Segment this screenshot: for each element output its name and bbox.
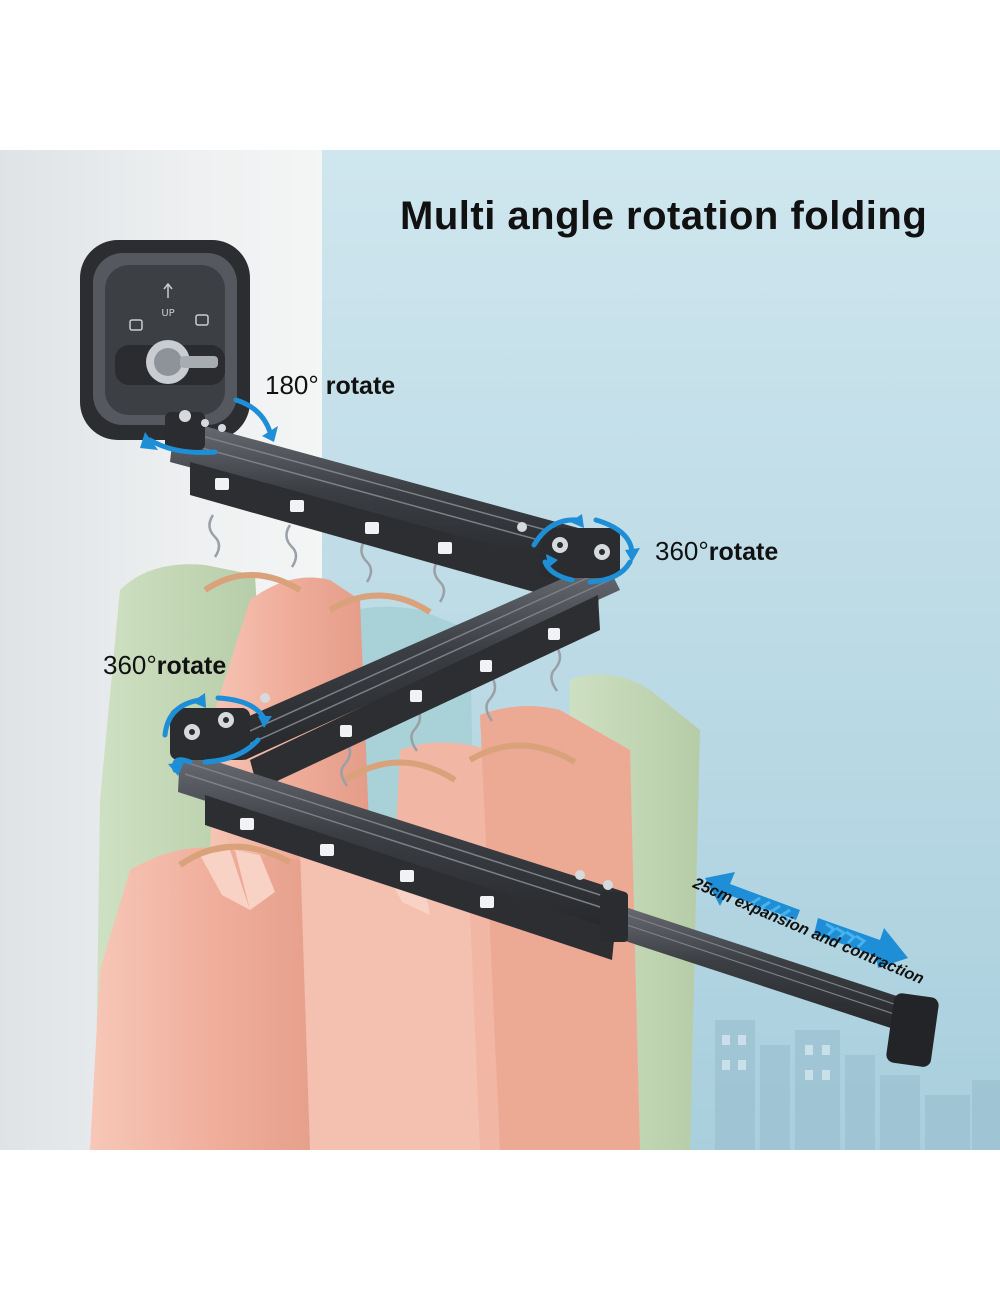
rotate-180-arrow-icon	[147, 397, 273, 455]
rack-screws	[201, 419, 613, 890]
wall-mount: UP	[80, 240, 250, 440]
rotate-180-label: 180° rotate	[265, 370, 395, 401]
rotate-180-degree: 180°	[265, 370, 319, 400]
rotate-360-left-label: 360°rotate	[103, 650, 226, 681]
unlock-icon	[129, 319, 143, 331]
rotate-360-right-word: rotate	[708, 538, 779, 566]
rack-arm-2	[222, 560, 620, 790]
mount-up-label: UP	[161, 308, 174, 319]
telescoping-extension	[600, 892, 939, 1067]
rotate-360-left-word: rotate	[156, 652, 227, 680]
rotate-180-word: rotate	[325, 372, 396, 400]
expansion-arrows	[705, 872, 908, 968]
joint-elbow-right	[517, 522, 620, 578]
lock-icon	[195, 314, 209, 326]
joint-elbow-left	[170, 693, 270, 760]
page-title: Multi angle rotation folding	[400, 194, 928, 238]
up-arrow-icon	[163, 282, 173, 298]
product-illustration: UP	[0, 150, 1000, 1150]
rotate-360-left-degree: 360°	[103, 650, 157, 680]
rotate-360-right-label: 360°rotate	[655, 536, 778, 567]
rack-arm-3	[178, 750, 625, 960]
joint-shoulder	[165, 410, 205, 450]
product-scene: UP	[0, 150, 1000, 1150]
city-skyline	[715, 1020, 1000, 1150]
rotate-360-right-degree: 360°	[655, 536, 709, 566]
